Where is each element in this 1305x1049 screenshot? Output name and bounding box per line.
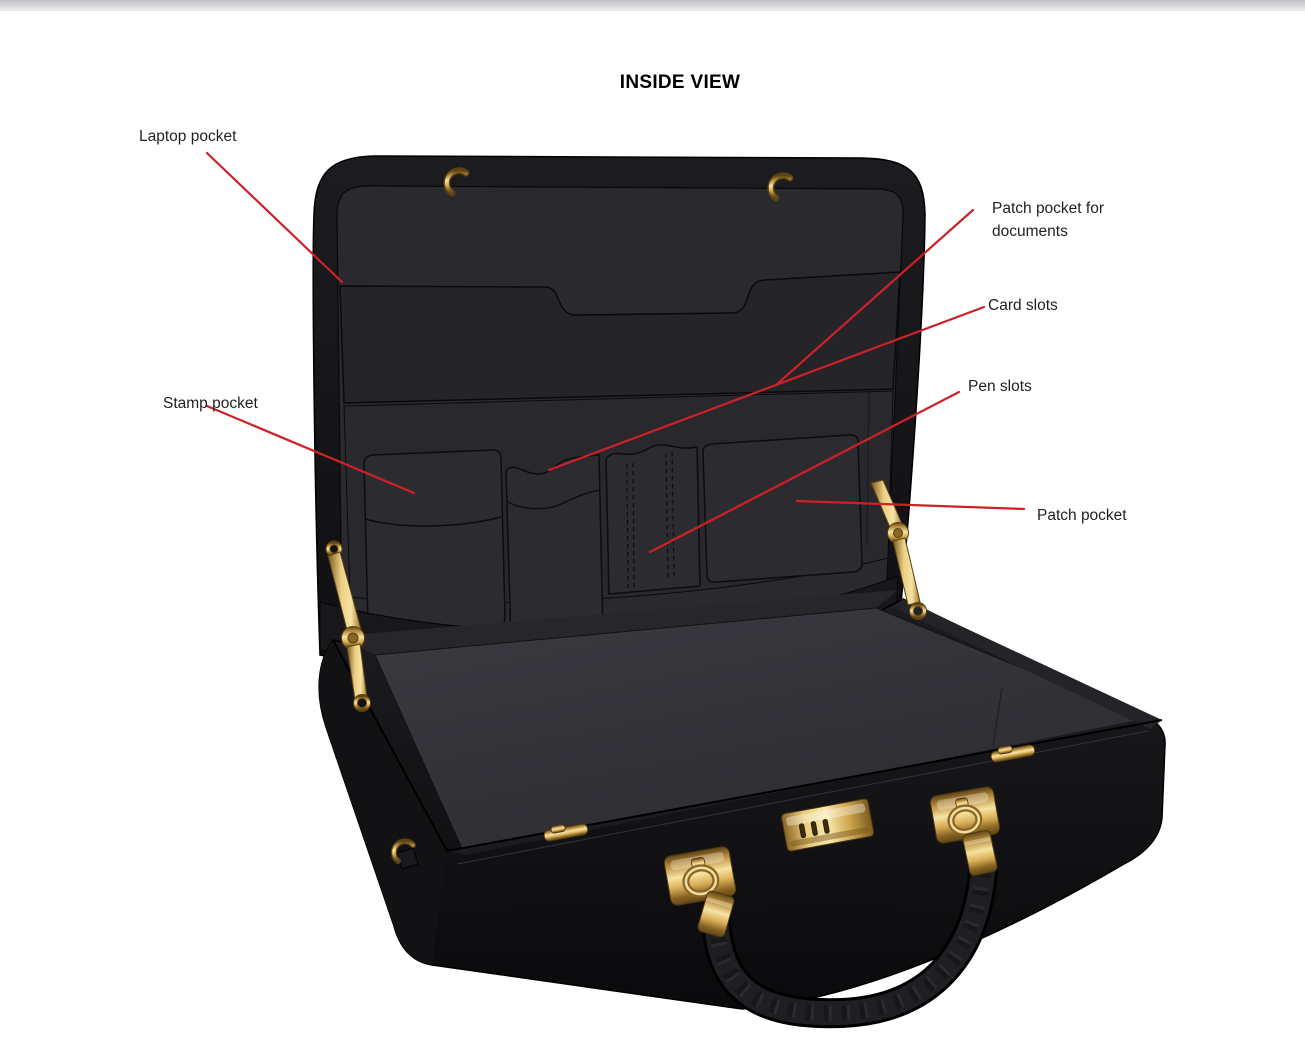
laptop-pocket	[339, 271, 901, 404]
label-laptop-pocket: Laptop pocket	[139, 128, 237, 145]
lid-stay-left	[325, 540, 371, 712]
label-stamp-pocket: Stamp pocket	[163, 395, 258, 412]
leader-line-patch-pocket-documents	[774, 208, 975, 387]
label-pen-slots: Pen slots	[968, 378, 1032, 395]
briefcase-lid	[312, 155, 926, 670]
leader-line-laptop-pocket	[205, 151, 344, 284]
lid-d-ring-icon	[767, 172, 794, 202]
stamp-pocket	[363, 449, 506, 635]
handle	[701, 857, 998, 1029]
front-wall-inner-face	[447, 719, 1162, 855]
pen-slots	[605, 444, 701, 595]
lock-dials	[798, 818, 830, 839]
combination-lock	[781, 798, 875, 852]
diagram-title: INSIDE VIEW	[619, 72, 741, 93]
label-patch-pocket: Patch pocket	[1037, 507, 1127, 524]
document-pocket-seam	[866, 390, 870, 546]
label-patch-pocket-documents: Patch pocket for documents	[992, 200, 1105, 241]
leader-line-pen-slots	[648, 390, 961, 554]
right-rim-top	[893, 599, 1162, 729]
handle-mount-right	[929, 786, 1001, 877]
briefcase-base	[318, 590, 1166, 1010]
floor-corner-seam	[992, 686, 1003, 748]
handle-mount-left	[663, 846, 737, 938]
leader-line-patch-pocket	[795, 499, 1026, 511]
base-back-wall	[337, 590, 898, 655]
label-card-slots: Card slots	[988, 297, 1058, 314]
patch-pocket	[702, 434, 863, 583]
leader-line-card-slots	[547, 305, 986, 472]
base-d-ring-icon	[390, 838, 419, 870]
leader-line-stamp-pocket	[205, 404, 416, 495]
lid-d-ring-icon	[443, 167, 470, 197]
latch-right	[990, 744, 1036, 763]
base-left-wall	[319, 640, 447, 965]
latch-left	[543, 823, 589, 842]
window-top-bar	[0, 0, 1305, 11]
card-slots	[505, 454, 604, 642]
